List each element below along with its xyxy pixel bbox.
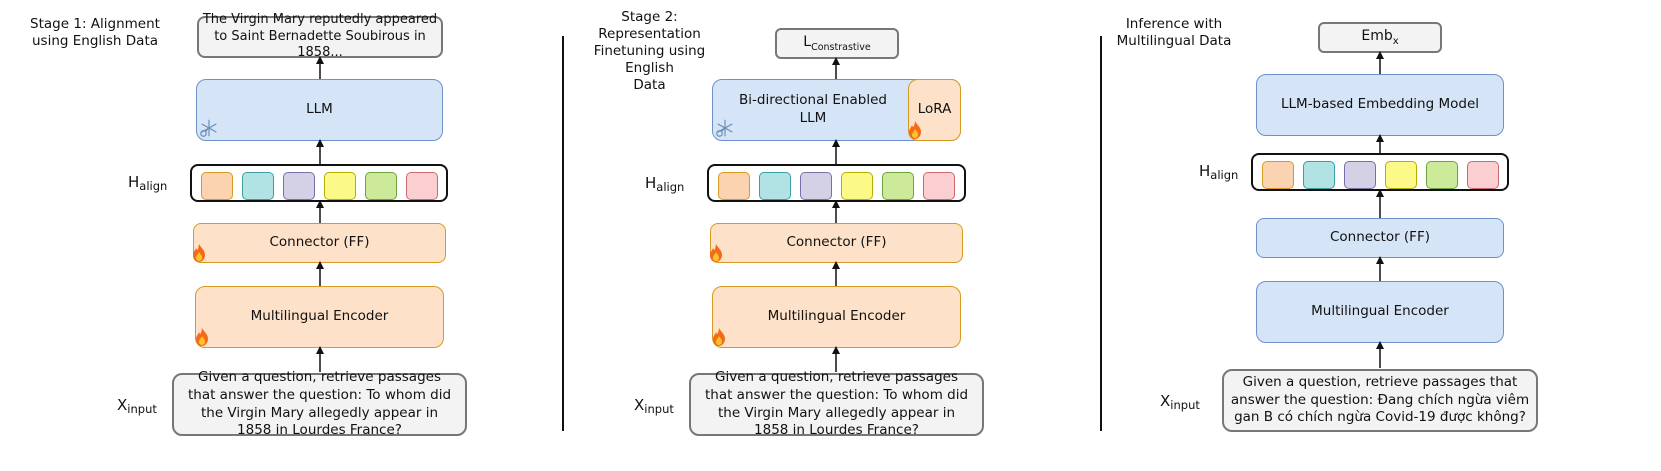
- stage-3-title-line-2: Multilingual Data: [1116, 32, 1232, 49]
- stage-3-input-box: Given a question, retrieve passages that…: [1222, 369, 1538, 432]
- stage-1-llm-label: LLM: [306, 101, 333, 118]
- stage-1-halign-sub: align: [139, 179, 168, 193]
- token-3: [1344, 161, 1376, 189]
- stage-1-encoder-label: Multilingual Encoder: [250, 308, 389, 325]
- token-1: [718, 172, 750, 200]
- stage-2-title-line-2: Finetuning using English: [593, 42, 706, 76]
- stage-1-encoder-box: Multilingual Encoder: [195, 286, 444, 348]
- stage-3-output-box: Embx: [1318, 22, 1442, 53]
- stage-2-halign-sub: align: [656, 180, 685, 194]
- stage-1-title-line-1: Stage 1: Alignment: [30, 16, 160, 32]
- stage-3-halign-sub: align: [1210, 168, 1239, 182]
- stage-2-title-line-3: Data: [633, 76, 666, 93]
- token-2: [242, 172, 274, 200]
- stage-3-model-label: LLM-based Embedding Model: [1281, 96, 1479, 113]
- stage-2-input-label: Xinput: [634, 396, 674, 416]
- stage-divider-2: [1100, 36, 1102, 431]
- stage-1-output-box: The Virgin Mary reputedly appeared to Sa…: [197, 12, 443, 60]
- fire-icon: [710, 244, 722, 262]
- stage-3-connector-label: Connector (FF): [1330, 229, 1430, 246]
- token-1: [201, 172, 233, 200]
- stage-2-title: Stage 2: Representation Finetuning using…: [568, 9, 731, 93]
- stage-2-title-line-1: Stage 2: Representation: [598, 9, 701, 42]
- stage-1-halign-letter: H: [128, 173, 140, 191]
- stage-3-input-text: Given a question, retrieve passages that…: [1230, 374, 1530, 426]
- stage-3-input-label: Xinput: [1160, 392, 1200, 412]
- stage-2-output-letter: L: [803, 33, 812, 50]
- stage-1-input-box: Given a question, retrieve passages that…: [172, 369, 467, 438]
- stage-2-output-label: LConstrastive: [803, 33, 870, 54]
- stage-3-halign-label: Halign: [1199, 162, 1238, 182]
- stage-2-encoder-label: Multilingual Encoder: [767, 308, 906, 325]
- token-5: [882, 172, 914, 200]
- token-4: [324, 172, 356, 200]
- stage-1-input-letter: X: [117, 396, 128, 414]
- stage-1-connector-box: Connector (FF): [193, 223, 446, 263]
- fire-icon: [193, 244, 205, 262]
- stage-2-connector-label: Connector (FF): [786, 234, 887, 251]
- stage-2-input-box: Given a question, retrieve passages that…: [689, 369, 984, 438]
- token-5: [1426, 161, 1458, 189]
- stage-2-halign-tokens: [707, 164, 966, 202]
- stage-1-output-text: The Virgin Mary reputedly appeared to Sa…: [202, 11, 438, 61]
- snowflake-icon: [716, 119, 733, 137]
- stage-2-input-letter: X: [634, 396, 645, 414]
- token-4: [1385, 161, 1417, 189]
- stage-3-output-letter: Emb: [1361, 28, 1393, 45]
- token-5: [365, 172, 397, 200]
- stage-3-connector-box: Connector (FF): [1256, 218, 1504, 258]
- stage-2-encoder-box: Multilingual Encoder: [712, 286, 961, 348]
- stage-1-title-line-2: using English Data: [31, 32, 159, 49]
- stage-3-title-line-1: Inference with: [1125, 16, 1223, 32]
- stage-3-output-sub: x: [1392, 35, 1399, 47]
- stage-divider-1: [562, 36, 564, 431]
- stage-1-connector-label: Connector (FF): [269, 234, 370, 251]
- stage-2-lora-label: LoRA: [917, 101, 952, 118]
- stage-2-input-sub: input: [644, 402, 674, 416]
- stage-2-llm-label: Bi-directional Enabled LLM: [739, 92, 887, 126]
- token-6: [1467, 161, 1499, 189]
- stage-2-output-box: LConstrastive: [775, 28, 899, 59]
- stage-1-input-text: Given a question, retrieve passages that…: [187, 369, 452, 439]
- token-2: [759, 172, 791, 200]
- token-1: [1262, 161, 1294, 189]
- token-2: [1303, 161, 1335, 189]
- fire-icon: [196, 328, 208, 346]
- stage-1-title: Stage 1: Alignment using English Data: [30, 16, 160, 50]
- stage-2-halign-letter: H: [645, 174, 657, 192]
- snowflake-icon: [200, 119, 217, 137]
- stage-2-output-sub: Constrastive: [811, 41, 871, 53]
- token-6: [406, 172, 438, 200]
- stage-3-title: Inference with Multilingual Data: [1110, 16, 1238, 50]
- token-4: [841, 172, 873, 200]
- stage-3-encoder-label: Multilingual Encoder: [1311, 303, 1449, 320]
- token-6: [923, 172, 955, 200]
- token-3: [800, 172, 832, 200]
- stage-1-input-label: Xinput: [117, 396, 157, 416]
- stage-3-encoder-box: Multilingual Encoder: [1256, 281, 1504, 343]
- stage-1-halign-label: Halign: [128, 173, 167, 193]
- fire-icon: [713, 328, 725, 346]
- stage-3-output-label: Embx: [1361, 27, 1398, 48]
- stage-2-input-text: Given a question, retrieve passages that…: [704, 369, 969, 439]
- stage-3-model-box: LLM-based Embedding Model: [1256, 74, 1504, 136]
- stage-3-input-letter: X: [1160, 392, 1171, 410]
- stage-3-halign-letter: H: [1199, 162, 1211, 180]
- stage-2-halign-label: Halign: [645, 174, 684, 194]
- stage-1-input-sub: input: [127, 402, 157, 416]
- stage-3-input-sub: input: [1170, 398, 1200, 412]
- fire-icon: [909, 121, 921, 139]
- token-3: [283, 172, 315, 200]
